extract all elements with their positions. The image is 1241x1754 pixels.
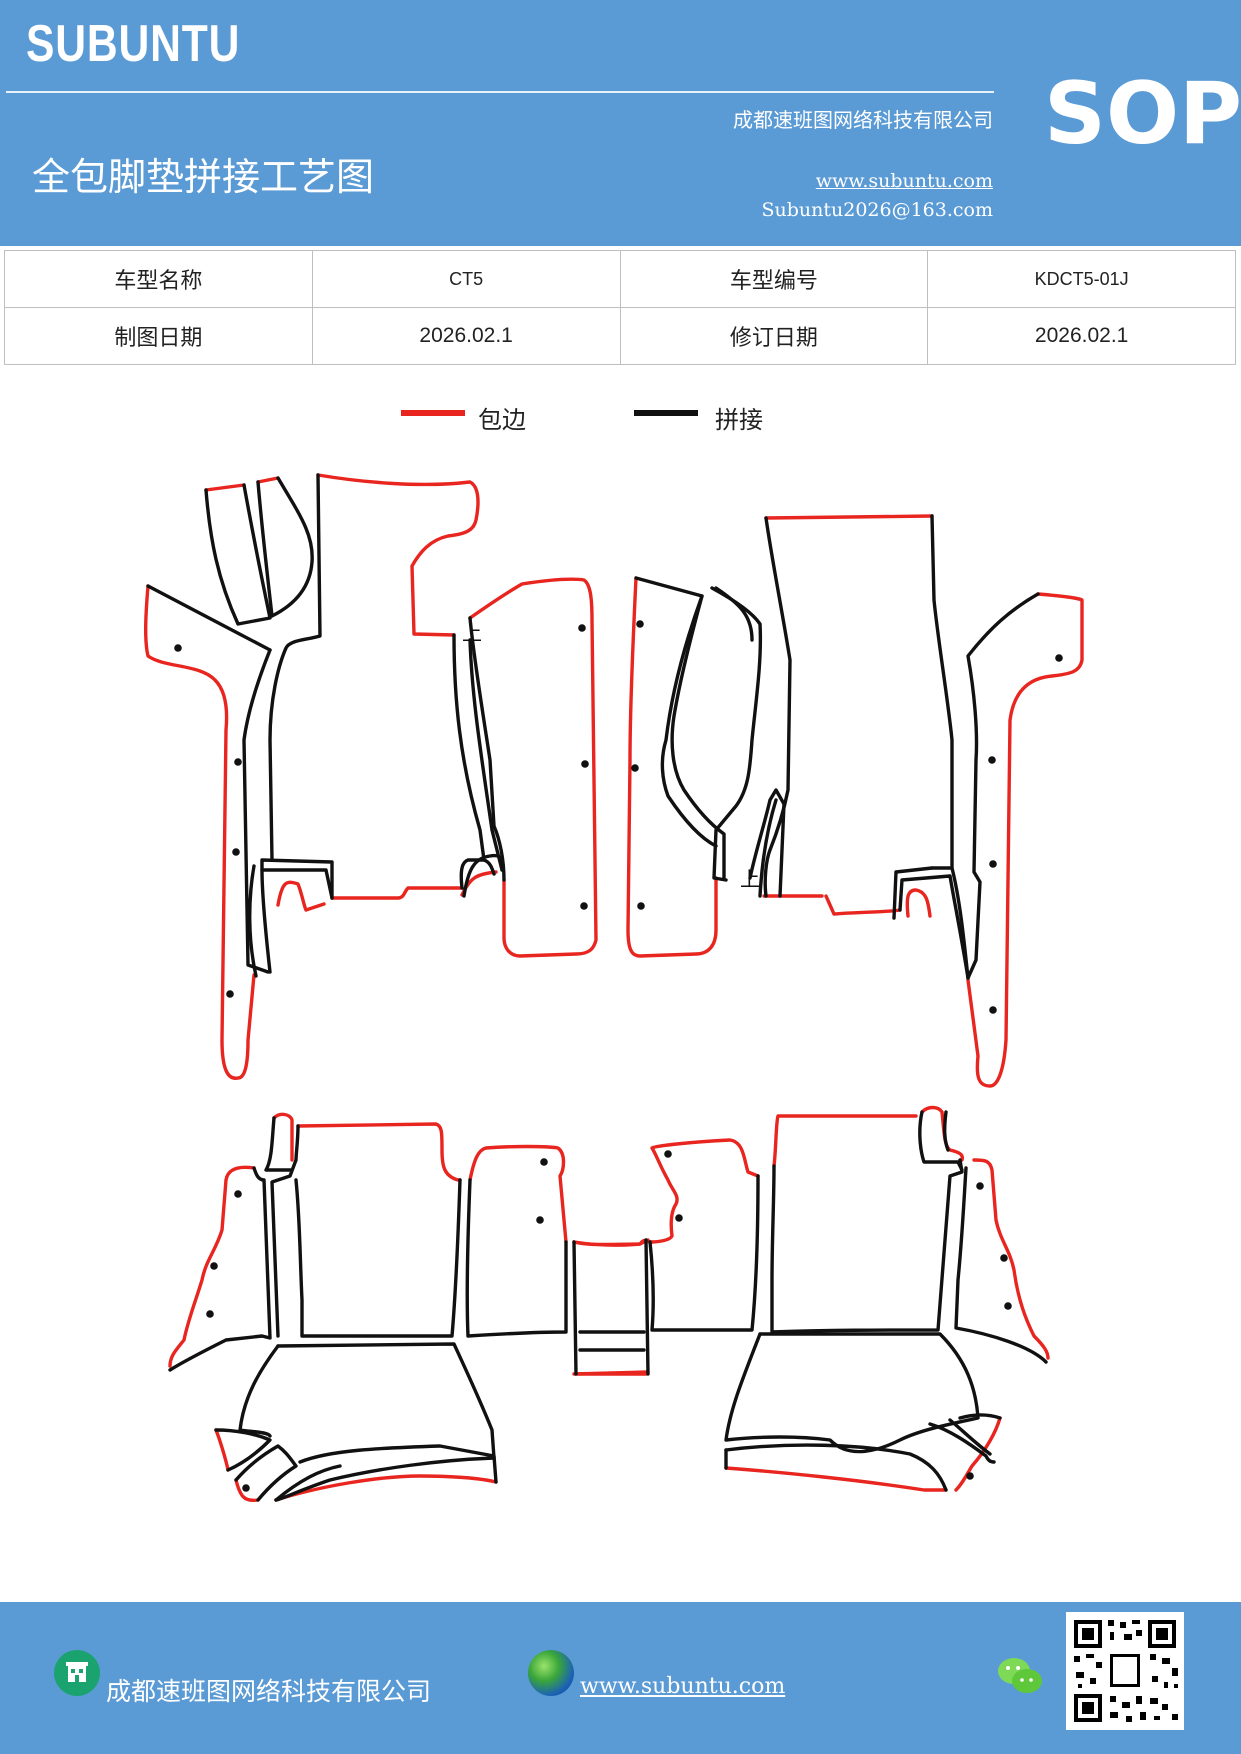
up-mark-left: 上 (462, 621, 482, 645)
up-mark-right: 上 (740, 867, 760, 891)
footer-website-link[interactable]: www.subuntu.com (580, 1674, 786, 1699)
legend: 包边 拼接 (0, 400, 1241, 440)
model-code-label: 车型编号 (619, 250, 929, 308)
clip-dot (1000, 1254, 1008, 1262)
legend-swatch-edging (401, 410, 465, 416)
rear-right-mat (648, 1105, 1050, 1492)
clip-dot (1004, 1302, 1012, 1310)
sop-badge: SOP (1044, 64, 1241, 164)
info-table: 车型名称 CT5 车型编号 KDCT5-01J 制图日期 2026.02.1 修… (4, 250, 1236, 365)
clip-dot (581, 760, 589, 768)
clip-dots (174, 620, 1063, 1492)
website-link[interactable]: www.subuntu.com (815, 170, 993, 192)
clip-dot (536, 1216, 544, 1224)
clip-dot (631, 764, 639, 772)
clip-dot (174, 644, 182, 652)
model-name-value: CT5 (311, 250, 621, 308)
front-left-mat (143, 473, 505, 1080)
footer-company-name: 成都速班图网络科技有限公司 (106, 1677, 432, 1706)
brand-logo: SUBUNTU (26, 15, 241, 73)
clip-dot (226, 990, 234, 998)
clip-dot (988, 756, 996, 764)
legend-swatch-seam (634, 410, 698, 416)
clip-dot (989, 860, 997, 868)
clip-dot (234, 1190, 242, 1198)
floor-mat-diagram: 上 上 (143, 473, 1084, 1503)
document-title: 全包脚垫拼接工艺图 (32, 155, 375, 199)
rear-center-strip (572, 1238, 650, 1376)
qr-code (1066, 1612, 1184, 1730)
clip-dot (989, 1006, 997, 1014)
header-banner: SUBUNTU 成都速班图网络科技有限公司 全包脚垫拼接工艺图 www.subu… (0, 0, 1241, 246)
drawing-date-label: 制图日期 (4, 307, 313, 365)
clip-dot (675, 1214, 683, 1222)
clip-dot (664, 1150, 672, 1158)
clip-dot (1055, 654, 1063, 662)
email-address: Subuntu2026@163.com (761, 199, 993, 221)
clip-dot (242, 1484, 250, 1492)
clip-dot (966, 1472, 974, 1480)
table-row: 车型名称 CT5 车型编号 KDCT5-01J (4, 250, 1236, 308)
model-name-label: 车型名称 (4, 250, 313, 308)
clip-dot (580, 902, 588, 910)
company-name: 成都速班图网络科技有限公司 (733, 108, 993, 132)
legend-label-edging: 包边 (478, 406, 526, 434)
clip-dot (637, 902, 645, 910)
clip-dot (210, 1262, 218, 1270)
model-code-value: KDCT5-01J (927, 250, 1236, 308)
clip-dot (234, 758, 242, 766)
clip-dot (206, 1310, 214, 1318)
revision-date-value: 2026.02.1 (927, 307, 1236, 365)
front-center-right-strip (626, 576, 763, 958)
clip-dot (578, 624, 586, 632)
wechat-icon[interactable] (996, 1654, 1044, 1698)
revision-date-label: 修订日期 (619, 307, 929, 365)
header-divider (6, 91, 994, 93)
clip-dot (232, 848, 240, 856)
globe-icon (528, 1650, 574, 1696)
footer-banner: 成都速班图网络科技有限公司 www.subuntu.com (0, 1602, 1241, 1754)
front-center-left-strip (468, 577, 598, 958)
legend-label-seam: 拼接 (715, 406, 763, 434)
clip-dot (540, 1158, 548, 1166)
drawing-date-value: 2026.02.1 (311, 307, 621, 365)
rear-left-mat (168, 1112, 654, 1503)
clip-dot (636, 620, 644, 628)
front-right-mat (748, 514, 1084, 1088)
table-row: 制图日期 2026.02.1 修订日期 2026.02.1 (4, 307, 1236, 365)
building-icon (54, 1650, 100, 1696)
clip-dot (976, 1182, 984, 1190)
